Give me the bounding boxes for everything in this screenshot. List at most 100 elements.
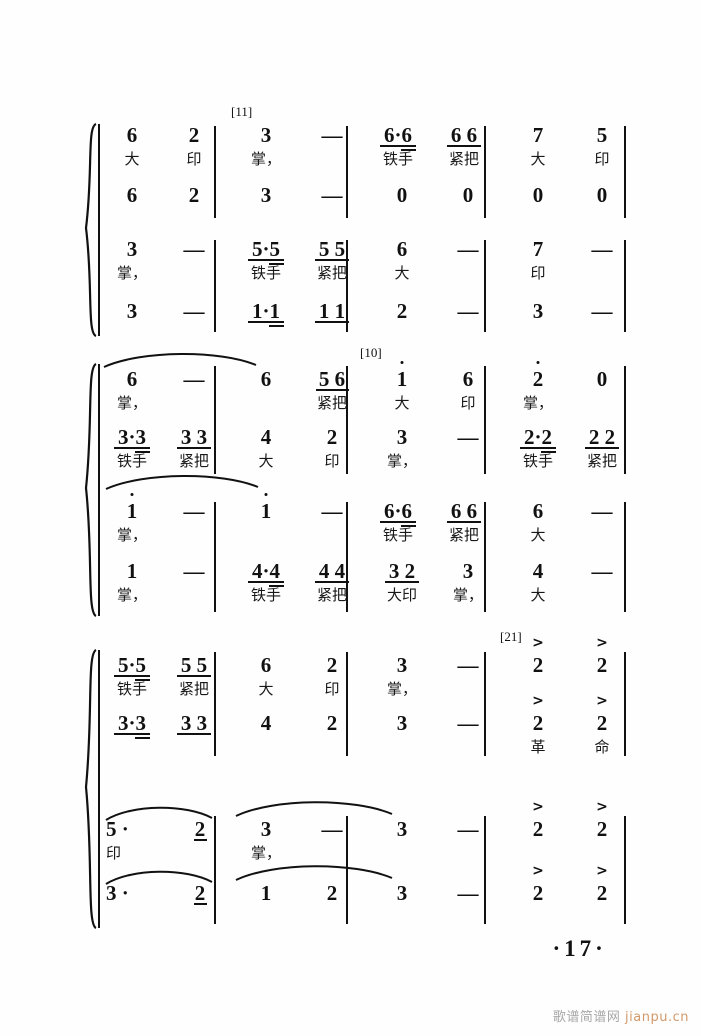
note-cell: > 2 命 [574, 694, 630, 758]
note-number: 3 [260, 817, 272, 841]
note-dash: — [457, 881, 479, 905]
note-number: 5 5 [318, 237, 346, 261]
lyric-text: 掌， [386, 680, 417, 698]
note-number: 1 [126, 559, 138, 583]
rehearsal-mark: [11] [231, 104, 253, 119]
note-cell: 2 掌， [510, 361, 566, 414]
note-number: 3 [396, 817, 408, 841]
note-cell: — [166, 298, 222, 324]
accent-icon: > [596, 635, 608, 651]
beam [585, 447, 619, 449]
watermark-site-name: 歌谱简谱网 [552, 1010, 621, 1025]
note-cell: 0 [574, 182, 630, 208]
note-cell: 3 [374, 880, 430, 906]
note-cell: — [166, 366, 222, 392]
note-cell: 5 · 印 [102, 816, 212, 864]
note-number: 4 4 [318, 559, 346, 583]
note-number: 2 [596, 817, 608, 841]
system-2: [10] 6 掌， — [84, 346, 640, 618]
lyric-text: 铁手 [250, 586, 281, 604]
note-number: 6 [260, 367, 272, 391]
note-number: 6·6 [383, 499, 412, 523]
note-cell: 5 5 紧把 [166, 652, 222, 700]
note-cell: 0 [374, 182, 430, 208]
accent-icon: > [532, 863, 544, 879]
rehearsal-mark: [10] [360, 345, 382, 360]
note-cell: 5·5 铁手 [238, 236, 294, 284]
note-number: 2 [326, 425, 338, 449]
note-number: 7 [532, 237, 544, 261]
note-cell: — [440, 816, 496, 842]
lyric-text: 掌， [116, 264, 147, 282]
note-dash: — [457, 711, 479, 735]
beam [177, 447, 211, 449]
note-cell: — [166, 498, 222, 524]
note-number: 2 [194, 817, 206, 841]
barline [624, 366, 626, 474]
barline [624, 240, 626, 332]
note-number: 6 [462, 367, 474, 391]
note-number: 2 [194, 881, 206, 905]
barline [214, 126, 216, 218]
note-number: 3 [260, 183, 272, 207]
note-cell: > 2 [574, 864, 630, 906]
note-cell: 6·6 铁手 [370, 122, 426, 170]
beam [385, 581, 419, 583]
lyric-text: 掌， [250, 844, 281, 862]
note-number: 3 3 [180, 711, 208, 735]
beam [447, 521, 481, 523]
lyric-text: 掌， [522, 394, 553, 412]
beam [269, 263, 284, 265]
lyric-text: 大 [530, 586, 546, 604]
accent-icon: > [532, 693, 544, 709]
note-cell: — [166, 236, 222, 262]
note-cell: 3 掌， [374, 424, 430, 472]
note-number: 3 [396, 425, 408, 449]
beam [380, 145, 416, 147]
staff-s3-v4: 3 · 2 1 2 3 — > 2 > 2 [100, 864, 640, 934]
note-number: 2 [532, 817, 544, 841]
note-cell: 3 2 大印 [374, 558, 430, 606]
note-number: 2 [532, 711, 544, 735]
note-number: 3 [396, 653, 408, 677]
note-number: 1 [238, 493, 294, 524]
note-cell: 1 掌， [104, 558, 160, 606]
octave-dot-icon [130, 493, 134, 496]
note-cell: 6 大 [510, 498, 566, 546]
note-number: 2 [532, 881, 544, 905]
note-cell: 6·6 铁手 [370, 498, 426, 546]
beam [114, 733, 150, 735]
note-cell: 3 [374, 710, 430, 736]
note-number: 2 [510, 361, 566, 392]
lyric-text: 大 [394, 264, 410, 282]
lyric-text: 大 [258, 452, 274, 470]
note-cell: 3·3 铁手 [104, 424, 160, 472]
note-cell: 2 [172, 816, 228, 842]
staff-s2-v4: 1 掌， — 4·4 铁手 4 4 紧把 3 2 大印 [100, 558, 640, 612]
beam [315, 259, 349, 261]
note-cell: — [166, 558, 222, 584]
note-cell: 5 6 紧把 [304, 366, 360, 414]
beam [114, 675, 150, 677]
note-number: 2 [188, 123, 200, 147]
staff-s3-v1: 5·5 铁手 5 5 紧把 6 大 2 印 3 掌， [100, 636, 640, 706]
note-cell: > 2 [510, 864, 566, 906]
beam [541, 451, 556, 453]
note-cell: 6 大 [374, 236, 430, 284]
barline [484, 816, 486, 924]
note-dash: — [321, 183, 343, 207]
beam [177, 733, 211, 735]
lyric-text: 大 [530, 150, 546, 168]
note-cell: 6 [104, 182, 160, 208]
beam [316, 389, 349, 391]
watermark-site-url: jianpu.cn [625, 1010, 689, 1025]
system-left-barline [98, 124, 100, 336]
staff-s3-v3: 5 · 印 2 3 掌， — 3 — > 2 [100, 800, 640, 870]
note-number: 6 [260, 653, 272, 677]
staff-s1-v3: 3 掌， — 5·5 铁手 5 5 紧把 6 大 — [100, 236, 640, 290]
note-cell: 3 掌， [440, 558, 496, 606]
note-cell: > 2 [574, 800, 630, 842]
note-number: 6 [126, 183, 138, 207]
note-dash: — [591, 559, 613, 583]
lyric-text: 印 [594, 150, 610, 168]
